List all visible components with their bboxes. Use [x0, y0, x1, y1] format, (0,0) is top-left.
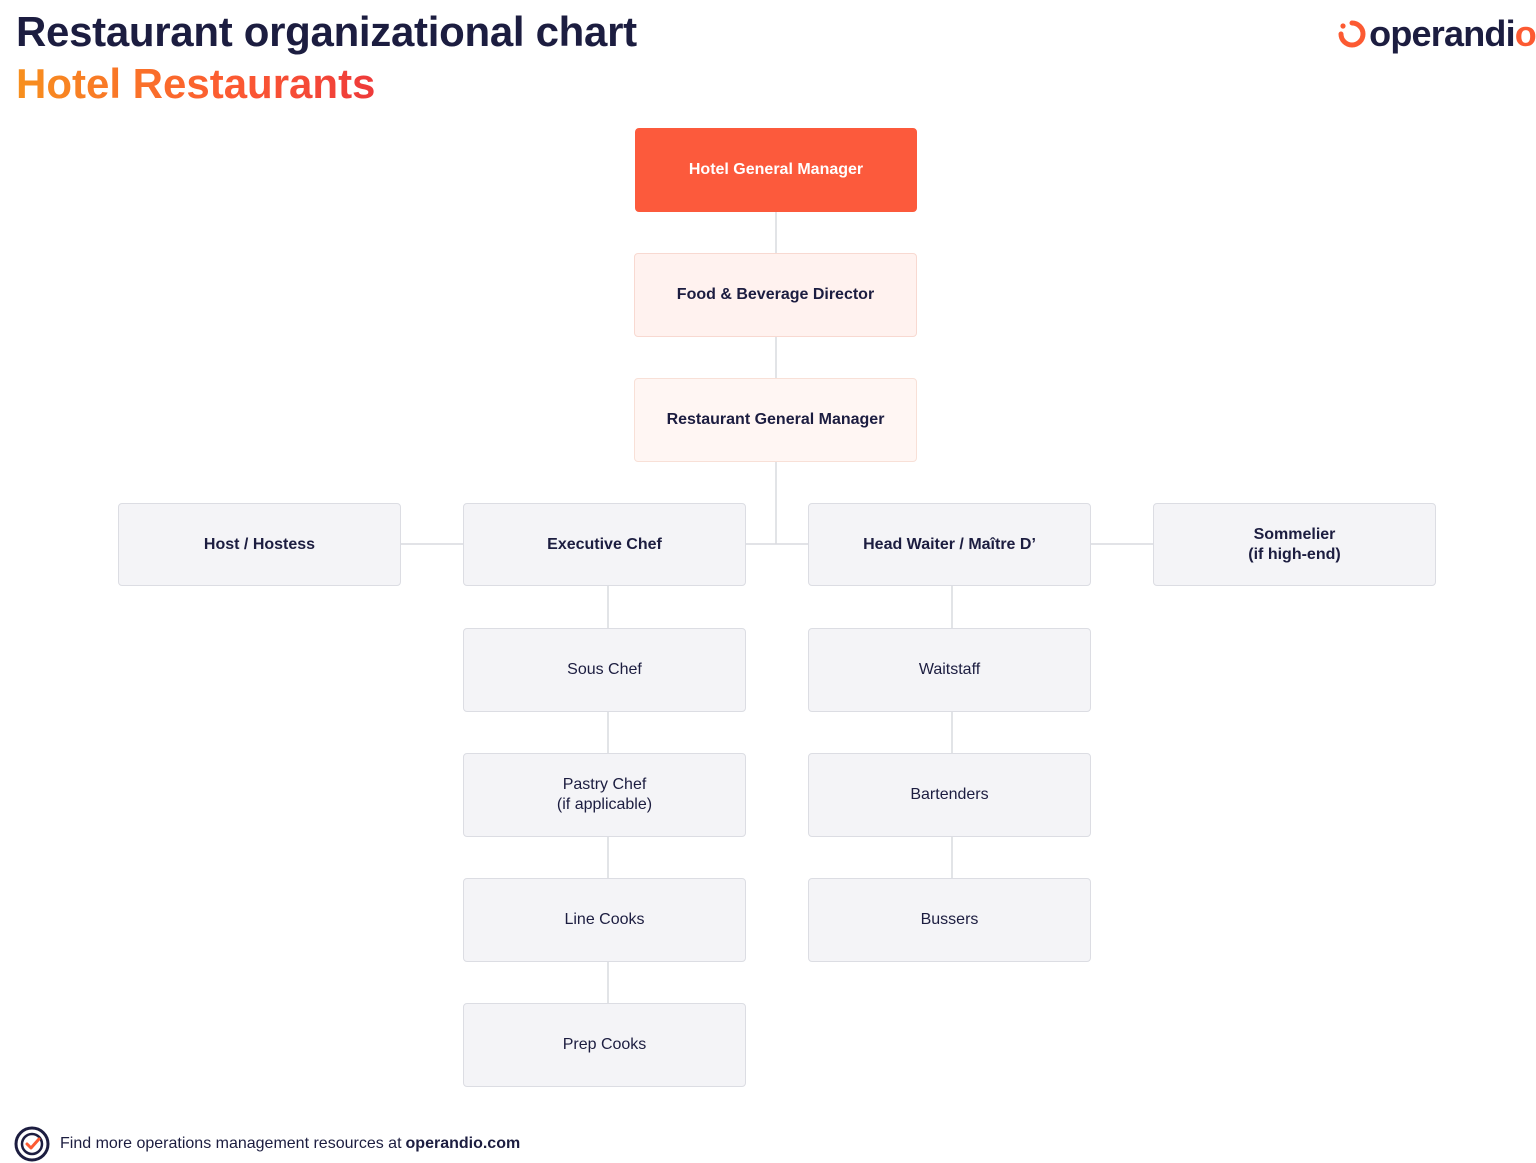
node-line-cooks: Line Cooks — [463, 878, 746, 962]
logo-wordmark-accent: o — [1514, 13, 1536, 54]
logo-wordmark-main: operandi — [1369, 13, 1515, 54]
node-host-hostess: Host / Hostess — [118, 503, 401, 586]
check-badge-icon — [14, 1126, 50, 1162]
node-bartenders: Bartenders — [808, 753, 1091, 837]
node-executive-chef: Executive Chef — [463, 503, 746, 586]
node-head-waiter: Head Waiter / Maître D’ — [808, 503, 1091, 586]
node-hotel-general-manager: Hotel General Manager — [635, 128, 917, 212]
footer-link[interactable]: operandio.com — [405, 1135, 521, 1152]
footer: Find more operations management resource… — [14, 1126, 520, 1162]
node-bussers: Bussers — [808, 878, 1091, 962]
node-restaurant-general-manager: Restaurant General Manager — [634, 378, 917, 462]
node-pastry-chef: Pastry Chef (if applicable) — [463, 753, 746, 837]
logo-wordmark: operandio — [1369, 13, 1536, 55]
page-subtitle: Hotel Restaurants — [16, 60, 376, 107]
node-prep-cooks: Prep Cooks — [463, 1003, 746, 1087]
footer-text: Find more operations management resource… — [60, 1135, 402, 1152]
operandio-logo[interactable]: operandio — [1337, 12, 1536, 56]
node-food-beverage-director: Food & Beverage Director — [634, 253, 917, 337]
node-sommelier: Sommelier (if high-end) — [1153, 503, 1436, 586]
node-sous-chef: Sous Chef — [463, 628, 746, 712]
node-waitstaff: Waitstaff — [808, 628, 1091, 712]
page-title: Restaurant organizational chart — [16, 8, 637, 55]
operandio-logo-mark-icon — [1338, 20, 1366, 48]
